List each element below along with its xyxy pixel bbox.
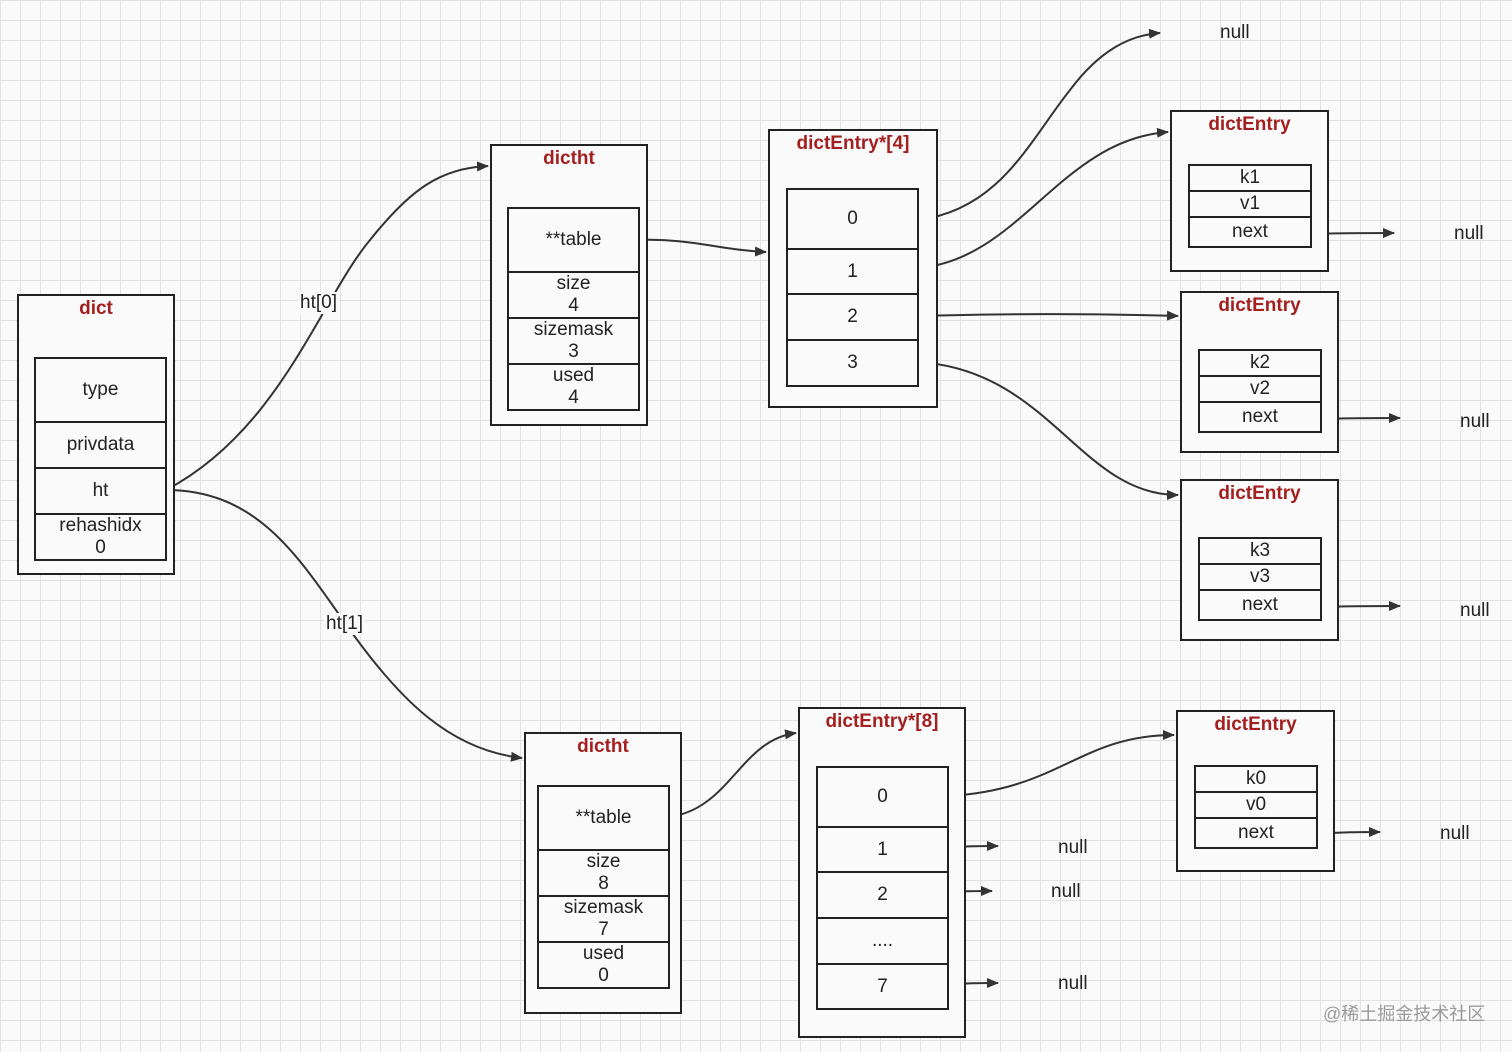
dict-title: dict [79, 298, 113, 319]
arrow-table0 [637, 238, 767, 257]
array8-slot-0: 0 [816, 766, 949, 828]
arrow-b-slot0-k0 [947, 730, 1175, 797]
dictht-0-sizemask: sizemask 3 [507, 317, 640, 365]
dictht-0-table: **table [507, 207, 640, 273]
entry-k2-val: v2 [1198, 375, 1322, 403]
entry-k0-key: k0 [1194, 765, 1318, 793]
dict-field-ht: ht [34, 467, 167, 515]
entry-k3-val: v3 [1198, 563, 1322, 591]
array8-slot-7: 7 [816, 963, 949, 1010]
entry-array-4: dictEntry*[4] 0 1 2 3 [768, 129, 938, 408]
entry-k3-key: k3 [1198, 537, 1322, 565]
null-label-b-slot2: null [1051, 881, 1081, 902]
dictht-1-size: size 8 [537, 849, 670, 897]
array4-slot-1: 1 [786, 248, 919, 295]
entry-k0-val: v0 [1194, 791, 1318, 819]
entry-k1-next: next [1188, 216, 1312, 248]
arrow-table1 [667, 729, 797, 818]
null-label-b-slot1: null [1058, 837, 1088, 858]
dict-entry-k0-title: dictEntry [1214, 714, 1297, 735]
dictht-0: dictht **table size 4 sizemask 3 used 4 [490, 144, 648, 426]
arrow-ht0 [165, 161, 489, 491]
dict-entry-k2: dictEntry k2 v2 next [1180, 291, 1339, 453]
array8-slot-2: 2 [816, 871, 949, 919]
dict-entry-k2-title: dictEntry [1218, 295, 1301, 316]
dict-field-type: type [34, 357, 167, 423]
dict-struct: dict type privdata ht rehashidx 0 [17, 294, 175, 575]
null-label-k1-next: null [1454, 223, 1484, 244]
entry-array-4-title: dictEntry*[4] [796, 133, 910, 154]
entry-k2-key: k2 [1198, 349, 1322, 377]
array4-slot-0: 0 [786, 188, 919, 250]
dictht-0-title: dictht [543, 148, 595, 169]
null-label-k0-next: null [1440, 823, 1470, 844]
dictht-0-size: size 4 [507, 271, 640, 319]
entry-k3-next: next [1198, 589, 1322, 621]
dict-entry-k0: dictEntry k0 v0 next [1176, 710, 1335, 872]
dictht-1-sizemask: sizemask 7 [537, 895, 670, 943]
null-label-k2-next: null [1460, 411, 1490, 432]
dictht-1-used: used 0 [537, 941, 670, 989]
entry-array-8: dictEntry*[8] 0 1 2 .... 7 [798, 707, 966, 1038]
dict-entry-k3: dictEntry k3 v3 next [1180, 479, 1339, 641]
dict-entry-k1: dictEntry k1 v1 next [1170, 110, 1329, 272]
arrow-slot3-k3 [917, 361, 1179, 500]
dict-entry-k3-title: dictEntry [1218, 483, 1301, 504]
entry-k1-key: k1 [1188, 164, 1312, 192]
dict-entry-k1-title: dictEntry [1208, 114, 1291, 135]
array4-slot-2: 2 [786, 293, 919, 341]
null-label-b-slot7: null [1058, 973, 1088, 994]
dictht-1-table: **table [537, 785, 670, 851]
edge-label-ht1: ht[1] [324, 613, 365, 635]
entry-k1-val: v1 [1188, 190, 1312, 218]
entry-k2-next: next [1198, 401, 1322, 433]
watermark: @稀土掘金技术社区 [1323, 1004, 1486, 1024]
dict-field-rehashidx: rehashidx 0 [34, 513, 167, 561]
arrow-slot2-k2 [917, 310, 1179, 321]
arrow-slot0-null [917, 28, 1161, 221]
edge-label-ht0: ht[0] [298, 292, 339, 314]
arrow-slot1-k1 [917, 127, 1169, 269]
array8-slot-ellipsis: .... [816, 917, 949, 965]
null-label-slot0: null [1220, 22, 1250, 43]
dictht-1-title: dictht [577, 736, 629, 757]
entry-array-8-title: dictEntry*[8] [825, 711, 939, 732]
array4-slot-3: 3 [786, 339, 919, 387]
array8-slot-1: 1 [816, 826, 949, 873]
dict-field-privdata: privdata [34, 421, 167, 469]
dictht-1: dictht **table size 8 sizemask 7 used 0 [524, 732, 682, 1014]
null-label-k3-next: null [1460, 600, 1490, 621]
dictht-0-used: used 4 [507, 363, 640, 411]
entry-k0-next: next [1194, 817, 1318, 849]
